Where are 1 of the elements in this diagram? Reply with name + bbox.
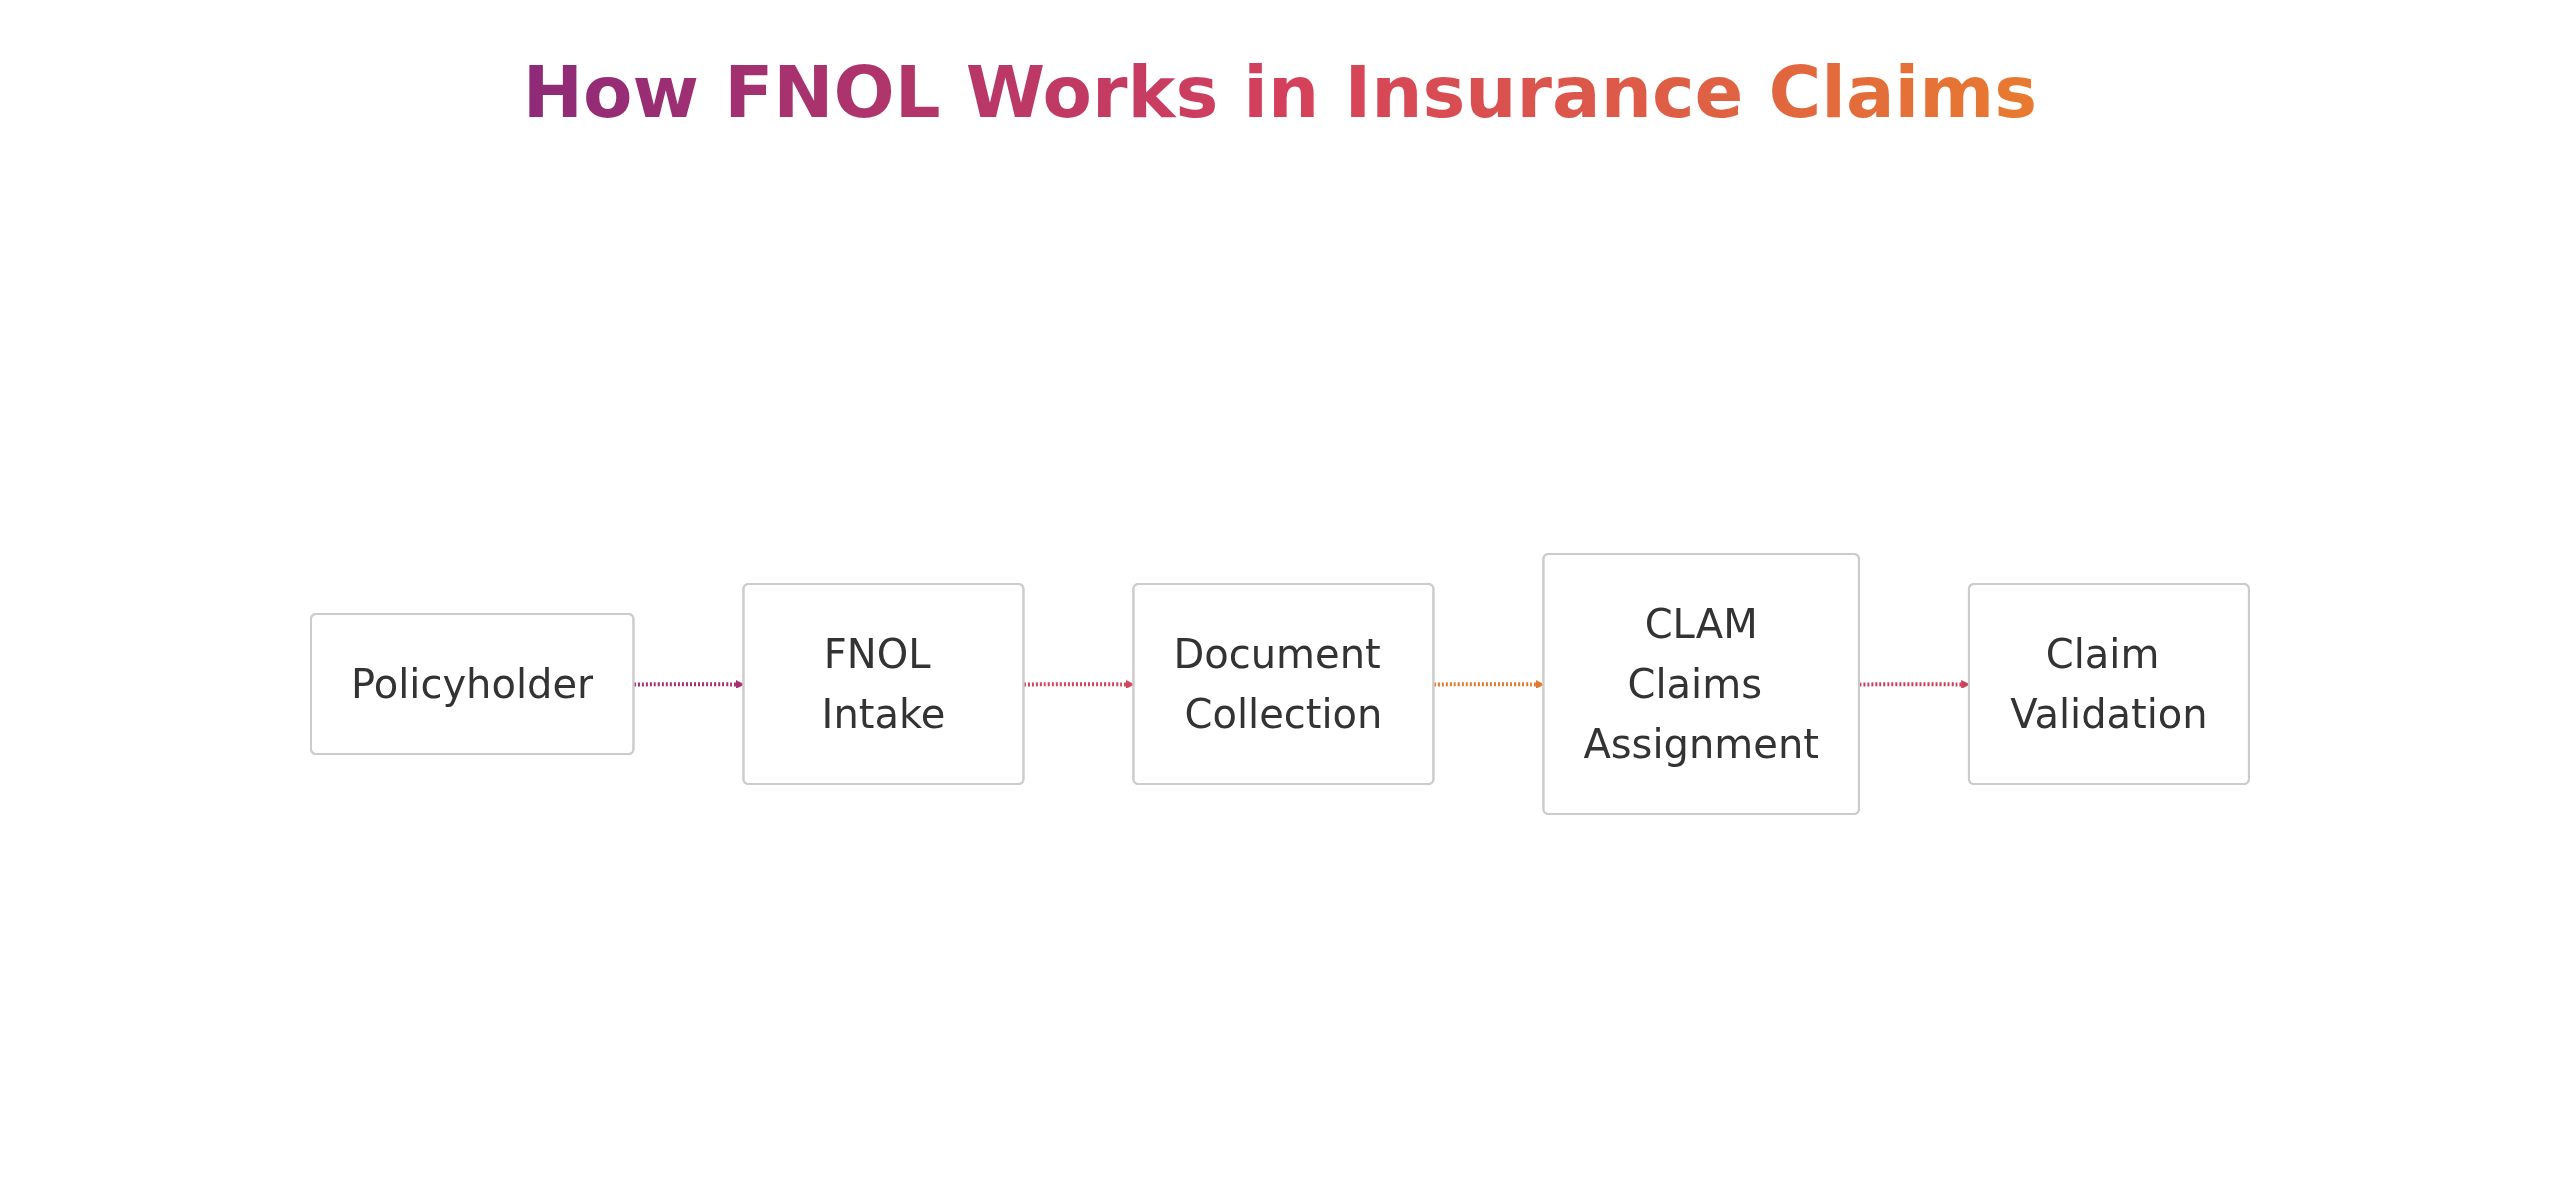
node-text: Claim Validation: [2010, 631, 2208, 737]
